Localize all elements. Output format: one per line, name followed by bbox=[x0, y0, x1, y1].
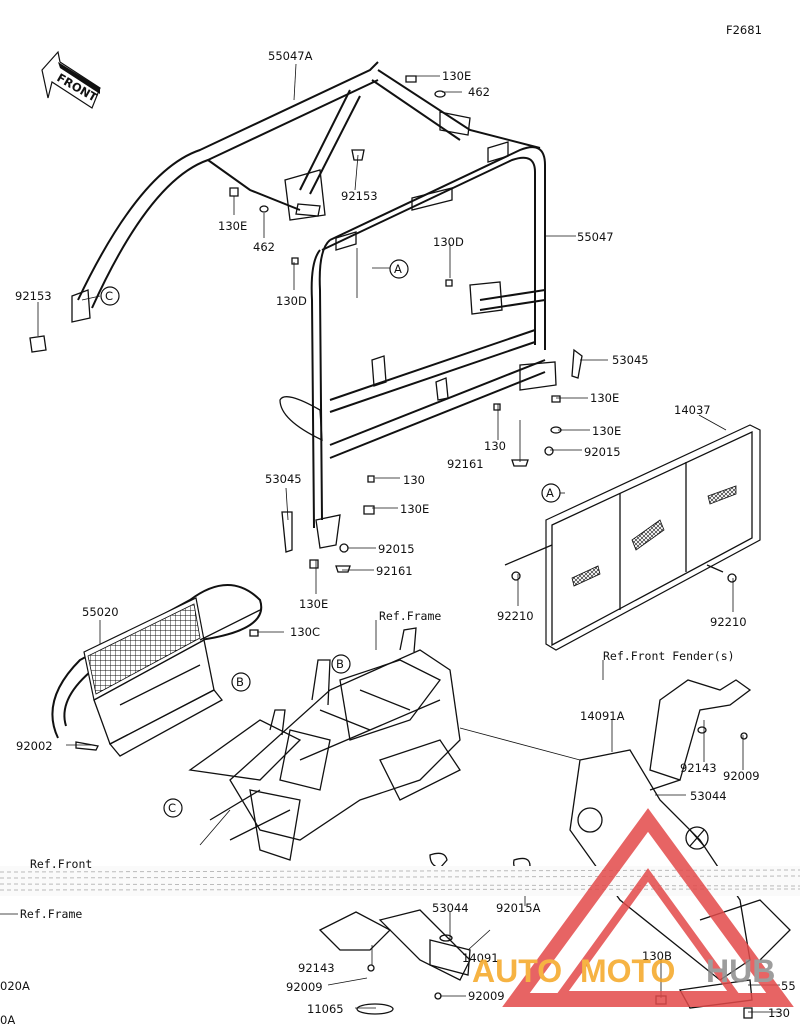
label-11065: 11065 bbox=[307, 1002, 344, 1016]
label-14091a: 14091A bbox=[580, 709, 625, 723]
label-92210-right: 92210 bbox=[710, 615, 747, 629]
callout-c-frame: C bbox=[163, 798, 183, 818]
label-92143-b: 92143 bbox=[298, 961, 335, 975]
callout-a-screen: A bbox=[541, 483, 561, 503]
label-130-l: 130 bbox=[403, 473, 425, 487]
label-14091: 14091 bbox=[462, 951, 499, 965]
label-92143-r: 92143 bbox=[680, 761, 717, 775]
label-92009-b1: 92009 bbox=[286, 980, 323, 994]
ref-front: Ref.Front bbox=[30, 857, 92, 871]
label-55047: 55047 bbox=[577, 230, 614, 244]
watermark-hub: HUB bbox=[706, 953, 775, 989]
label-55020: 55020 bbox=[82, 605, 119, 619]
label-130d-top: 130D bbox=[433, 235, 464, 249]
label-92009-r: 92009 bbox=[723, 769, 760, 783]
label-92002: 92002 bbox=[16, 739, 53, 753]
ref-frame: Ref.Frame bbox=[379, 609, 441, 623]
label-92015-l: 92015 bbox=[378, 542, 415, 556]
label-53045-left: 53045 bbox=[265, 472, 302, 486]
label-130e-top: 130E bbox=[442, 69, 471, 83]
label-92153-left: 92153 bbox=[15, 289, 52, 303]
label-130c: 130C bbox=[290, 625, 320, 639]
svg-text:A: A bbox=[394, 262, 402, 276]
label-53044-b: 53044 bbox=[432, 901, 469, 915]
label-462-top: 462 bbox=[468, 85, 490, 99]
label-53044-r: 53044 bbox=[690, 789, 727, 803]
label-92161-l: 92161 bbox=[376, 564, 413, 578]
label-462-left: 462 bbox=[253, 240, 275, 254]
diagram-id: F2681 bbox=[726, 23, 762, 37]
roll-cage-55047 bbox=[279, 141, 557, 549]
label-130e-r2: 130E bbox=[592, 424, 621, 438]
label-020a: 020A bbox=[0, 979, 30, 993]
label-92153-mid: 92153 bbox=[341, 189, 378, 203]
front-arrow-icon: FRONT bbox=[41, 50, 101, 109]
svg-text:C: C bbox=[168, 801, 176, 815]
label-92161-r: 92161 bbox=[447, 457, 484, 471]
callout-b-frame: B bbox=[331, 654, 351, 674]
label-14037: 14037 bbox=[674, 403, 711, 417]
label-130-r: 130 bbox=[484, 439, 506, 453]
label-53045-right: 53045 bbox=[612, 353, 649, 367]
reference-labels: Ref.Frame Ref.Front Fender(s) Ref.Front … bbox=[0, 609, 735, 921]
front-guard-55020 bbox=[51, 584, 263, 757]
watermark-auto: AUTO bbox=[472, 953, 562, 989]
label-92009-b2: 92009 bbox=[468, 989, 505, 1003]
watermark-moto: MOTO bbox=[580, 953, 675, 989]
label-130b: 130B bbox=[642, 949, 672, 963]
callout-b-guard: B bbox=[231, 672, 251, 692]
label-0a: 0A bbox=[0, 1013, 15, 1027]
label-130e-r1: 130E bbox=[590, 391, 619, 405]
front-fender-area bbox=[569, 679, 791, 1009]
svg-text:C: C bbox=[105, 289, 113, 303]
label-130e-l3: 130E bbox=[299, 597, 328, 611]
label-55x: 55 bbox=[781, 979, 796, 993]
label-130x: 130 bbox=[768, 1006, 790, 1020]
label-92210-left: 92210 bbox=[497, 609, 534, 623]
label-92015-r: 92015 bbox=[584, 445, 621, 459]
part-labels: 55047A 130E 462 92153 130E 462 130D 5504… bbox=[0, 49, 796, 1027]
svg-text:B: B bbox=[236, 675, 244, 689]
ref-front-fenders: Ref.Front Fender(s) bbox=[603, 649, 735, 663]
svg-text:B: B bbox=[336, 657, 344, 671]
rear-screen-14037 bbox=[504, 424, 761, 651]
label-130d-left: 130D bbox=[276, 294, 307, 308]
roll-bar-55047a bbox=[71, 61, 541, 323]
callout-a-top: A bbox=[389, 259, 409, 279]
svg-text:A: A bbox=[546, 486, 554, 500]
watermark-logo: AUTO MOTO HUB bbox=[472, 808, 794, 1007]
ref-frame-left: Ref.Frame bbox=[20, 907, 82, 921]
vehicle-frame bbox=[188, 627, 461, 861]
lower-guards bbox=[318, 909, 471, 1015]
label-55047a: 55047A bbox=[268, 49, 313, 63]
callout-c-top: C bbox=[100, 286, 120, 306]
scan-artifact bbox=[0, 866, 800, 896]
label-130e-l2: 130E bbox=[400, 502, 429, 516]
label-130e-left: 130E bbox=[218, 219, 247, 233]
label-92015a: 92015A bbox=[496, 901, 541, 915]
